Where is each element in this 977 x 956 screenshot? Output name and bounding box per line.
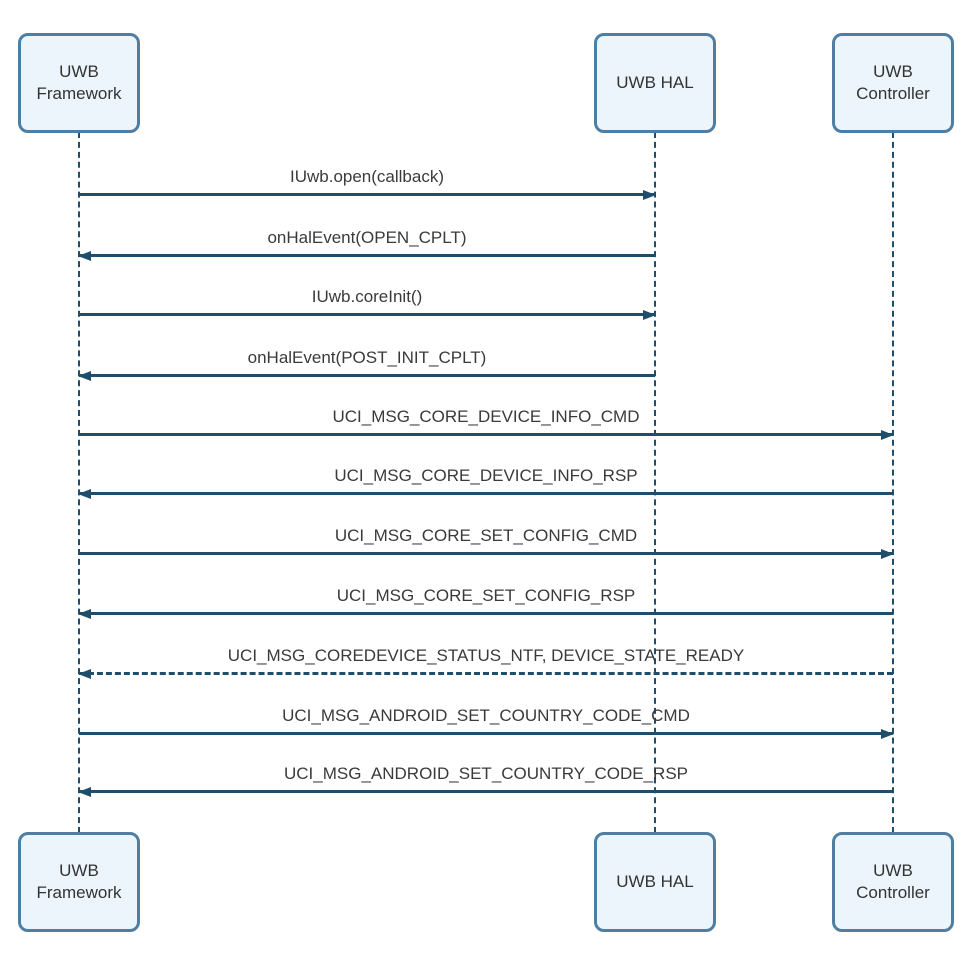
arrow-head-icon	[881, 548, 894, 559]
message-label: UCI_MSG_CORE_DEVICE_INFO_RSP	[334, 466, 638, 485]
lifeline-uwb-framework	[78, 132, 80, 833]
actor-uwb-controller-bottom: UWB Controller	[832, 832, 954, 932]
arrow-head-icon	[78, 488, 91, 499]
actor-label: UWB HAL	[616, 72, 694, 92]
message-label: IUwb.coreInit()	[311, 287, 423, 306]
arrow-head-icon	[78, 370, 91, 381]
message-iuwb-open: IUwb.open(callback)	[79, 167, 656, 200]
actor-uwb-controller-top: UWB Controller	[832, 33, 954, 133]
message-core-device-info-rsp: UCI_MSG_CORE_DEVICE_INFO_RSP	[78, 466, 893, 499]
actor-uwb-framework-top: UWB Framework	[18, 33, 140, 133]
message-onhalevent-open-cplt: onHalEvent(OPEN_CPLT)	[78, 228, 655, 261]
message-label: UCI_MSG_CORE_SET_CONFIG_CMD	[334, 526, 638, 545]
message-label: UCI_MSG_CORE_SET_CONFIG_RSP	[336, 586, 636, 605]
message-label: onHalEvent(OPEN_CPLT)	[267, 228, 467, 247]
message-core-set-config-cmd: UCI_MSG_CORE_SET_CONFIG_CMD	[79, 526, 894, 559]
actor-uwb-hal-top: UWB HAL	[594, 33, 716, 133]
actor-label: UWB Controller	[856, 61, 930, 103]
message-line	[79, 254, 655, 257]
message-android-set-country-code-cmd: UCI_MSG_ANDROID_SET_COUNTRY_CODE_CMD	[79, 706, 894, 739]
arrow-head-icon	[881, 728, 894, 739]
actor-label: UWB Framework	[36, 860, 122, 902]
message-line	[79, 552, 893, 555]
arrow-head-icon	[78, 250, 91, 261]
arrow-head-icon	[78, 668, 91, 679]
message-line	[79, 732, 893, 735]
message-device-status-ntf: UCI_MSG_COREDEVICE_STATUS_NTF, DEVICE_ST…	[78, 646, 893, 679]
message-label: IUwb.open(callback)	[289, 167, 444, 186]
message-line	[79, 492, 893, 495]
message-line	[79, 612, 893, 615]
message-label: UCI_MSG_CORE_DEVICE_INFO_CMD	[332, 407, 640, 426]
lifeline-uwb-controller	[892, 132, 894, 833]
actor-label: UWB Controller	[856, 860, 930, 902]
arrow-head-icon	[881, 429, 894, 440]
arrow-head-icon	[643, 189, 656, 200]
message-line-dashed	[79, 672, 893, 675]
message-line	[79, 313, 655, 316]
message-label: onHalEvent(POST_INIT_CPLT)	[247, 348, 487, 367]
arrow-head-icon	[78, 786, 91, 797]
actor-label: UWB Framework	[36, 61, 122, 103]
message-line	[79, 433, 893, 436]
message-android-set-country-code-rsp: UCI_MSG_ANDROID_SET_COUNTRY_CODE_RSP	[78, 764, 893, 797]
lifeline-uwb-hal	[654, 132, 656, 833]
message-onhalevent-post-init-cplt: onHalEvent(POST_INIT_CPLT)	[78, 348, 655, 381]
message-core-set-config-rsp: UCI_MSG_CORE_SET_CONFIG_RSP	[78, 586, 893, 619]
message-label: UCI_MSG_ANDROID_SET_COUNTRY_CODE_RSP	[284, 764, 688, 783]
message-iuwb-coreinit: IUwb.coreInit()	[79, 287, 656, 320]
message-line	[79, 374, 655, 377]
message-line	[79, 193, 655, 196]
message-label: UCI_MSG_COREDEVICE_STATUS_NTF, DEVICE_ST…	[227, 646, 745, 665]
message-label: UCI_MSG_ANDROID_SET_COUNTRY_CODE_CMD	[282, 706, 690, 725]
arrow-head-icon	[78, 608, 91, 619]
actor-label: UWB HAL	[616, 871, 694, 891]
actor-uwb-framework-bottom: UWB Framework	[18, 832, 140, 932]
message-core-device-info-cmd: UCI_MSG_CORE_DEVICE_INFO_CMD	[79, 407, 894, 440]
actor-uwb-hal-bottom: UWB HAL	[594, 832, 716, 932]
message-line	[79, 790, 893, 793]
arrow-head-icon	[643, 309, 656, 320]
